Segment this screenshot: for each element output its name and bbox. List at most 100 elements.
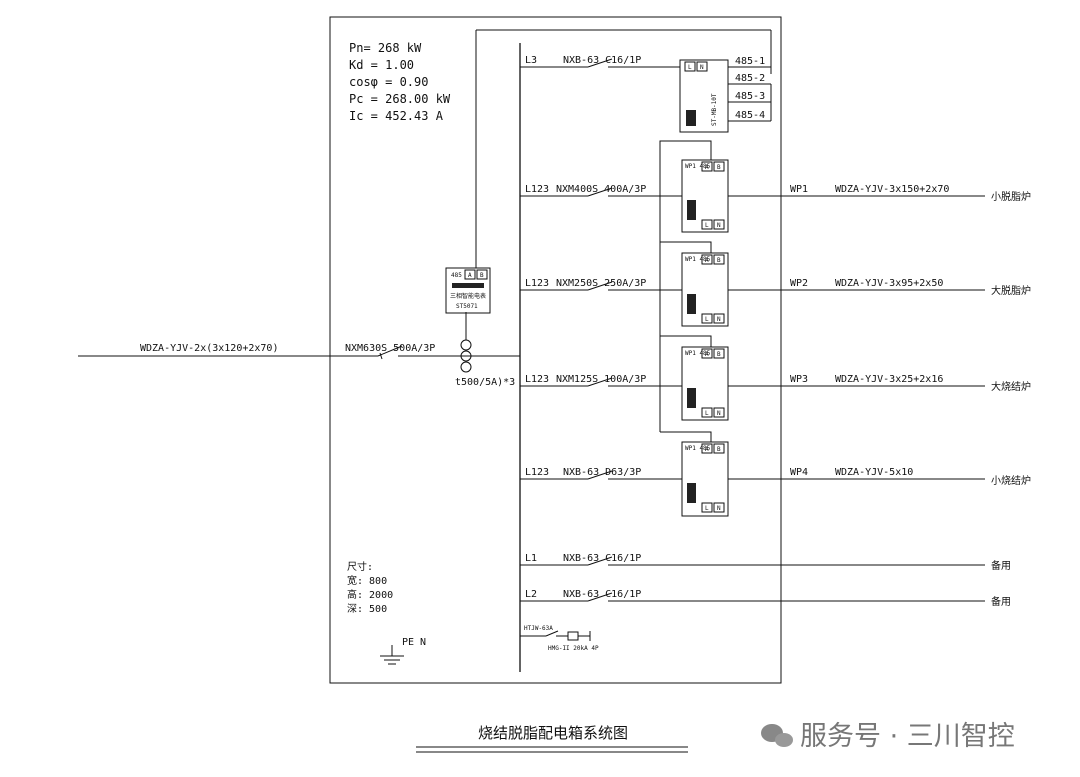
svg-text:WP3: WP3 xyxy=(790,374,808,385)
main-meter-model: ST5071 xyxy=(456,303,478,310)
cabinet-size: 尺寸: 宽: 800 高: 2000 深: 500 xyxy=(347,560,393,615)
svg-text:尺寸:: 尺寸: xyxy=(347,560,373,573)
branch-meter-bus xyxy=(659,140,712,432)
branch-meter-wp1: WP1 485 A B L N xyxy=(681,159,729,233)
svg-text:N: N xyxy=(700,64,704,71)
current-transformer-icon xyxy=(460,312,472,373)
svg-text:A: A xyxy=(705,164,709,171)
svg-text:NXM400S 400A/3P: NXM400S 400A/3P xyxy=(556,184,646,195)
branch-spare-l1: L1 NXB-63 C16/1P 备用 xyxy=(520,553,1011,572)
svg-text:NXB-63 C16/1P: NXB-63 C16/1P xyxy=(563,55,641,66)
wechat-icon xyxy=(761,724,793,747)
svg-text:WDZA-YJV-5x10: WDZA-YJV-5x10 xyxy=(835,467,913,478)
svg-text:高: 2000: 高: 2000 xyxy=(347,588,393,601)
svg-text:B: B xyxy=(717,446,721,453)
svg-text:485-3: 485-3 xyxy=(735,91,765,102)
surge-protector: HTJW-63A HMG-II 20kA 4P xyxy=(520,625,599,652)
branch-wp3: L123 NXM125S 100A/3P WP3 WDZA-YJV-3x25+2… xyxy=(520,374,1031,393)
svg-text:A: A xyxy=(705,257,709,264)
svg-text:B: B xyxy=(480,272,484,279)
branch-meter-wp3: WP1 485 A B L N xyxy=(681,346,729,421)
meter-logo-icon xyxy=(687,294,696,314)
svg-text:A: A xyxy=(705,446,709,453)
branch-meter-wp2: WP1 485 A B L N xyxy=(681,252,729,327)
ct-ratio-label: t500/5A)*3 xyxy=(455,377,515,388)
meter-logo-icon xyxy=(452,283,484,288)
svg-text:备用: 备用 xyxy=(991,559,1011,572)
svg-text:L1: L1 xyxy=(525,553,537,564)
branch-wp1: L123 NXM400S 400A/3P WP1 WDZA-YJV-3x150+… xyxy=(520,184,1031,203)
svg-text:N: N xyxy=(717,222,721,229)
svg-text:NXB-63 C16/1P: NXB-63 C16/1P xyxy=(563,589,641,600)
svg-text:B: B xyxy=(717,257,721,264)
svg-text:NXM125S 100A/3P: NXM125S 100A/3P xyxy=(556,374,646,385)
svg-text:B: B xyxy=(717,351,721,358)
svg-text:NXM250S 250A/3P: NXM250S 250A/3P xyxy=(556,278,646,289)
svg-text:WP4: WP4 xyxy=(790,467,808,478)
svg-text:NXB-63 D63/3P: NXB-63 D63/3P xyxy=(563,467,641,478)
small-meter: L N ST-MB-10T xyxy=(679,59,729,133)
svg-text:WP2: WP2 xyxy=(790,278,808,289)
svg-text:HTJW-63A: HTJW-63A xyxy=(524,625,553,632)
svg-text:WP1 485: WP1 485 xyxy=(685,163,711,170)
watermark-text: 服务号 · 三川智控 xyxy=(800,721,1015,752)
svg-text:WDZA-YJV-3x95+2x50: WDZA-YJV-3x95+2x50 xyxy=(835,278,943,289)
load-parameters: Pn= 268 kW Kd = 1.00 cosφ = 0.90 Pc = 26… xyxy=(349,41,451,123)
branch-wp2: L123 NXM250S 250A/3P WP2 WDZA-YJV-3x95+2… xyxy=(520,278,1031,297)
svg-text:L2: L2 xyxy=(525,589,537,600)
svg-text:L: L xyxy=(688,64,692,71)
pe-label: PE N xyxy=(402,637,426,648)
svg-text:WDZA-YJV-3x25+2x16: WDZA-YJV-3x25+2x16 xyxy=(835,374,943,385)
svg-text:HMG-II 20kA 4P: HMG-II 20kA 4P xyxy=(548,645,599,652)
main-breaker-label: NXM630S 500A/3P xyxy=(345,343,435,354)
meter-logo-icon xyxy=(686,110,696,126)
diagram-title: 烧结脱脂配电箱系统图 xyxy=(478,724,628,742)
svg-text:A: A xyxy=(705,351,709,358)
main-breaker-symbol xyxy=(377,345,520,360)
param-pn: Pn= 268 kW xyxy=(349,41,422,55)
param-ic: Ic = 452.43 A xyxy=(349,109,444,123)
svg-text:L123: L123 xyxy=(525,278,549,289)
svg-text:A: A xyxy=(468,272,472,279)
svg-text:NXB-63 C16/1P: NXB-63 C16/1P xyxy=(563,553,641,564)
cabinet-outline xyxy=(329,16,782,684)
load-label-wp2: 大脱脂炉 xyxy=(991,284,1031,297)
rs485-terminals: 485-1 485-2 485-3 485-4 xyxy=(728,56,772,122)
svg-text:N: N xyxy=(717,505,721,512)
svg-text:L: L xyxy=(705,316,709,323)
param-cos: cosφ = 0.90 xyxy=(349,75,428,89)
svg-text:ST-MB-10T: ST-MB-10T xyxy=(711,93,718,126)
branch-meter-wp4: WP1 485 A B L N xyxy=(681,441,729,517)
load-label-wp3: 大烧结炉 xyxy=(991,380,1031,393)
ground-icon xyxy=(380,645,404,665)
svg-text:L: L xyxy=(705,410,709,417)
svg-text:B: B xyxy=(717,164,721,171)
svg-text:L: L xyxy=(705,505,709,512)
branch-l3: L3 NXB-63 C16/1P xyxy=(520,55,680,68)
svg-text:N: N xyxy=(717,410,721,417)
svg-text:L3: L3 xyxy=(525,55,537,66)
meter-logo-icon xyxy=(687,483,696,503)
svg-text:深: 500: 深: 500 xyxy=(347,603,387,615)
incoming-cable-label: WDZA-YJV-2x(3x120+2x70) xyxy=(140,343,278,354)
branch-spare-l2: L2 NXB-63 C16/1P 备用 xyxy=(520,589,1011,608)
main-meter-name: 三相智能电表 xyxy=(450,292,486,300)
load-label-wp4: 小烧结炉 xyxy=(991,474,1031,487)
svg-text:N: N xyxy=(717,316,721,323)
svg-text:485-1: 485-1 xyxy=(735,56,765,67)
svg-text:备用: 备用 xyxy=(991,595,1011,608)
meter-logo-icon xyxy=(687,388,696,408)
svg-text:WDZA-YJV-3x150+2x70: WDZA-YJV-3x150+2x70 xyxy=(835,184,949,195)
svg-text:WP1 485: WP1 485 xyxy=(685,350,711,357)
svg-text:L123: L123 xyxy=(525,467,549,478)
svg-text:485-4: 485-4 xyxy=(735,110,765,121)
param-pc: Pc = 268.00 kW xyxy=(349,92,451,106)
load-label-wp1: 小脱脂炉 xyxy=(991,190,1031,203)
svg-text:L123: L123 xyxy=(525,374,549,385)
svg-text:485-2: 485-2 xyxy=(735,73,765,84)
main-meter: 485 A B 三相智能电表 ST5071 xyxy=(445,267,491,314)
svg-text:L123: L123 xyxy=(525,184,549,195)
svg-text:L: L xyxy=(705,222,709,229)
meter-logo-icon xyxy=(687,200,696,220)
branch-wp4: L123 NXB-63 D63/3P WP4 WDZA-YJV-5x10 小烧结… xyxy=(520,467,1031,487)
